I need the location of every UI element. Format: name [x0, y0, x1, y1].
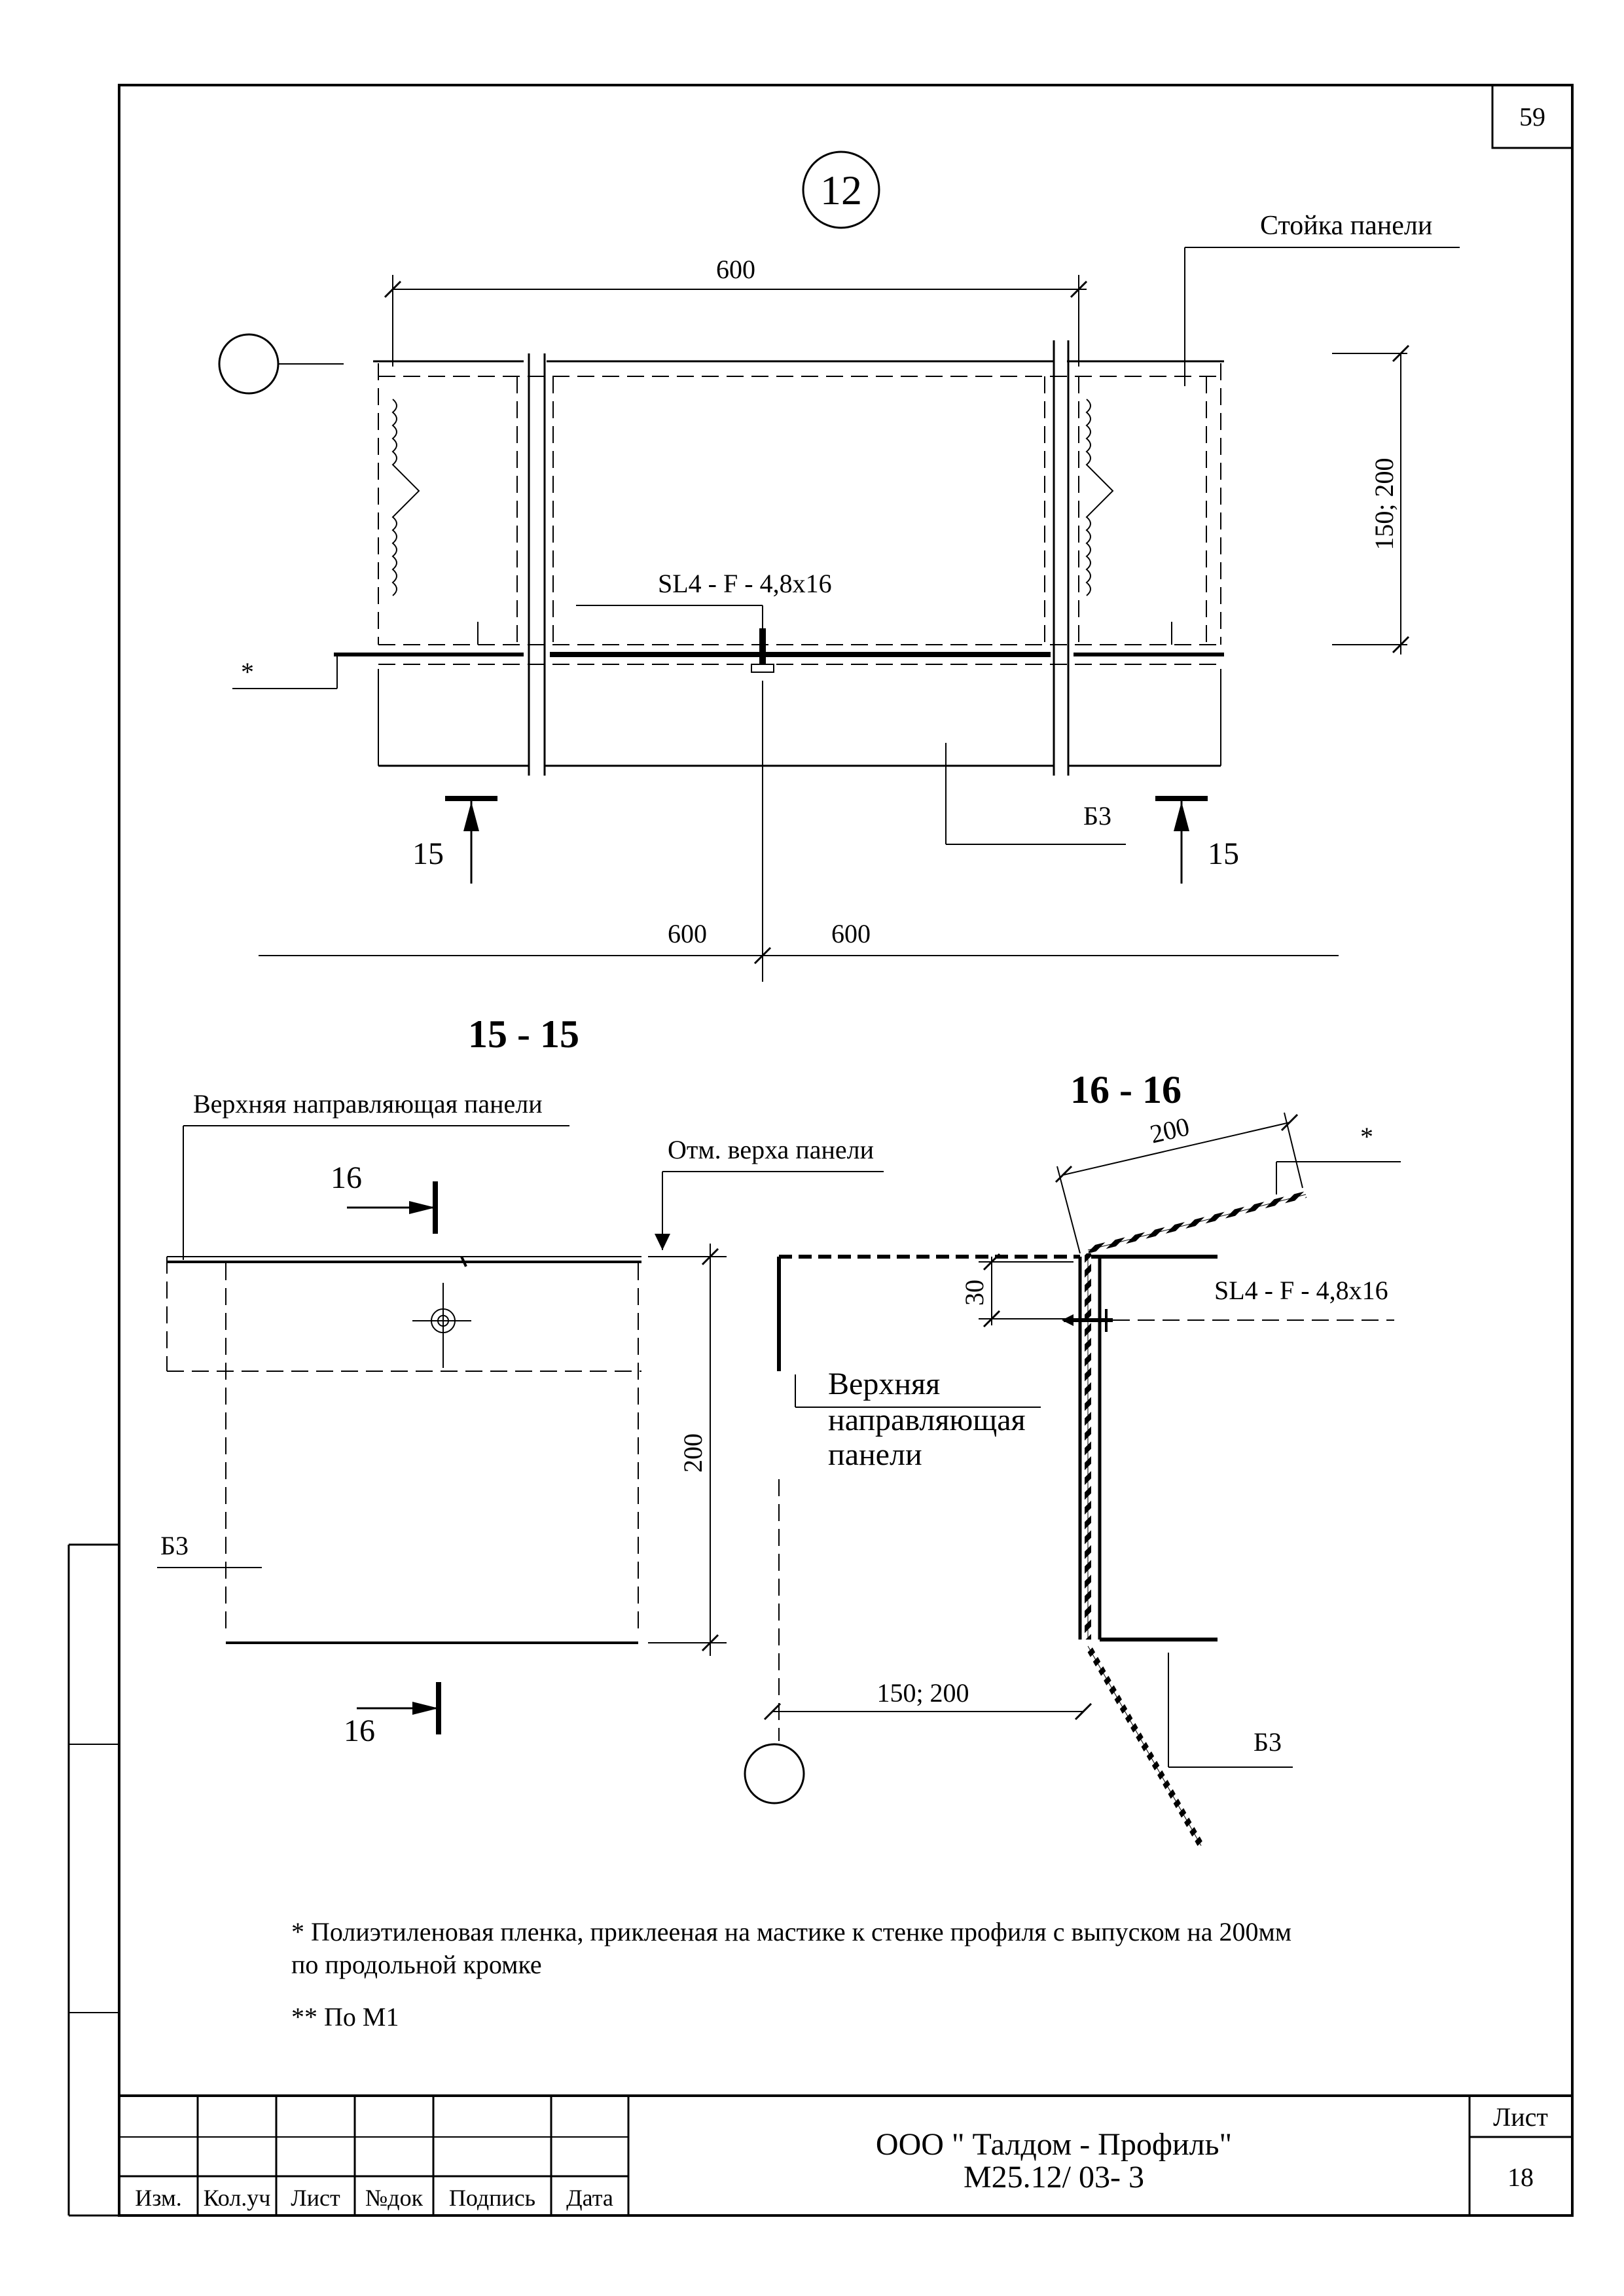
cut16-bottom: 16 [344, 1713, 375, 1748]
section-15-otm: Отм. верха панели [668, 1135, 874, 1164]
plan-b3: Б3 [1083, 801, 1111, 831]
cut16-top: 16 [331, 1160, 362, 1195]
tb-doc-code: М25.12/ 03- 3 [964, 2160, 1144, 2195]
stoika-label: Стойка панели [1260, 211, 1432, 241]
callout-12: 12 [802, 151, 880, 229]
height-dim: 150; 200 [1369, 457, 1399, 550]
plan-view: Стойка панели 600 [218, 211, 1460, 982]
tb-col-list: Лист [291, 2185, 340, 2211]
section-16-dim-200: 200 [1147, 1111, 1193, 1149]
section-16-screw: SL4 - F - 4,8x16 [1214, 1276, 1388, 1305]
section-16-title: 16 - 16 [1070, 1068, 1182, 1111]
note-1-line2: по продольной кромке [291, 1950, 542, 1979]
plan-star: * [241, 657, 254, 687]
cut15-left: 15 [412, 836, 444, 871]
section-16-16: 16 - 16 200 * 3 [744, 1068, 1401, 1848]
section-16-b3: Б3 [1254, 1727, 1282, 1757]
section-16-guide-line1: Верхняя [828, 1367, 940, 1401]
plan-screw-label: SL4 - F - 4,8x16 [658, 569, 832, 598]
bottom-dim-left: 600 [668, 919, 707, 948]
note-1-line1: * Полиэтиленовая пленка, приклееная на м… [291, 1917, 1291, 1946]
top-dim-600: 600 [716, 255, 755, 284]
tb-sheet-label: Лист [1493, 2102, 1548, 2132]
cut15-right: 15 [1208, 836, 1239, 871]
tb-col-kol: Кол.уч [204, 2185, 271, 2211]
title-block: Изм. Кол.уч Лист №док Подпись Дата ООО "… [119, 2094, 1572, 2215]
section-15-title: 15 - 15 [468, 1013, 579, 1056]
section-15-15: 15 - 15 Верхняя направляющая панели Отм.… [157, 1013, 884, 1748]
tb-col-podpis: Подпись [449, 2185, 535, 2211]
notes: * Полиэтиленовая пленка, приклееная на м… [291, 1917, 1291, 2032]
section-16-guide-line3: панели [828, 1437, 922, 1472]
sheet-number-top: 59 [1519, 102, 1545, 132]
tb-company: ООО " Талдом - Профиль" [876, 2127, 1232, 2162]
section-15-b3: Б3 [160, 1531, 189, 1560]
bottom-dim-right: 600 [831, 919, 871, 948]
section-16-guide-line2: направляющая [828, 1403, 1026, 1437]
tb-col-ndok: №док [365, 2185, 424, 2211]
tb-col-izm: Изм. [135, 2185, 182, 2211]
section-15-top-guide: Верхняя направляющая панели [193, 1089, 543, 1119]
note-2: ** По М1 [291, 2002, 399, 2032]
section-16-star: * [1360, 1122, 1373, 1151]
sheet-frame: 59 [67, 84, 1574, 2217]
callout-12-label: 12 [820, 167, 862, 213]
tb-sheet-number: 18 [1507, 2162, 1534, 2192]
section-16-dim-150-200: 150; 200 [876, 1678, 969, 1708]
section-15-dim-200: 200 [678, 1433, 708, 1473]
tb-col-data: Дата [566, 2185, 613, 2211]
section-16-dim-30: 30 [960, 1280, 989, 1306]
